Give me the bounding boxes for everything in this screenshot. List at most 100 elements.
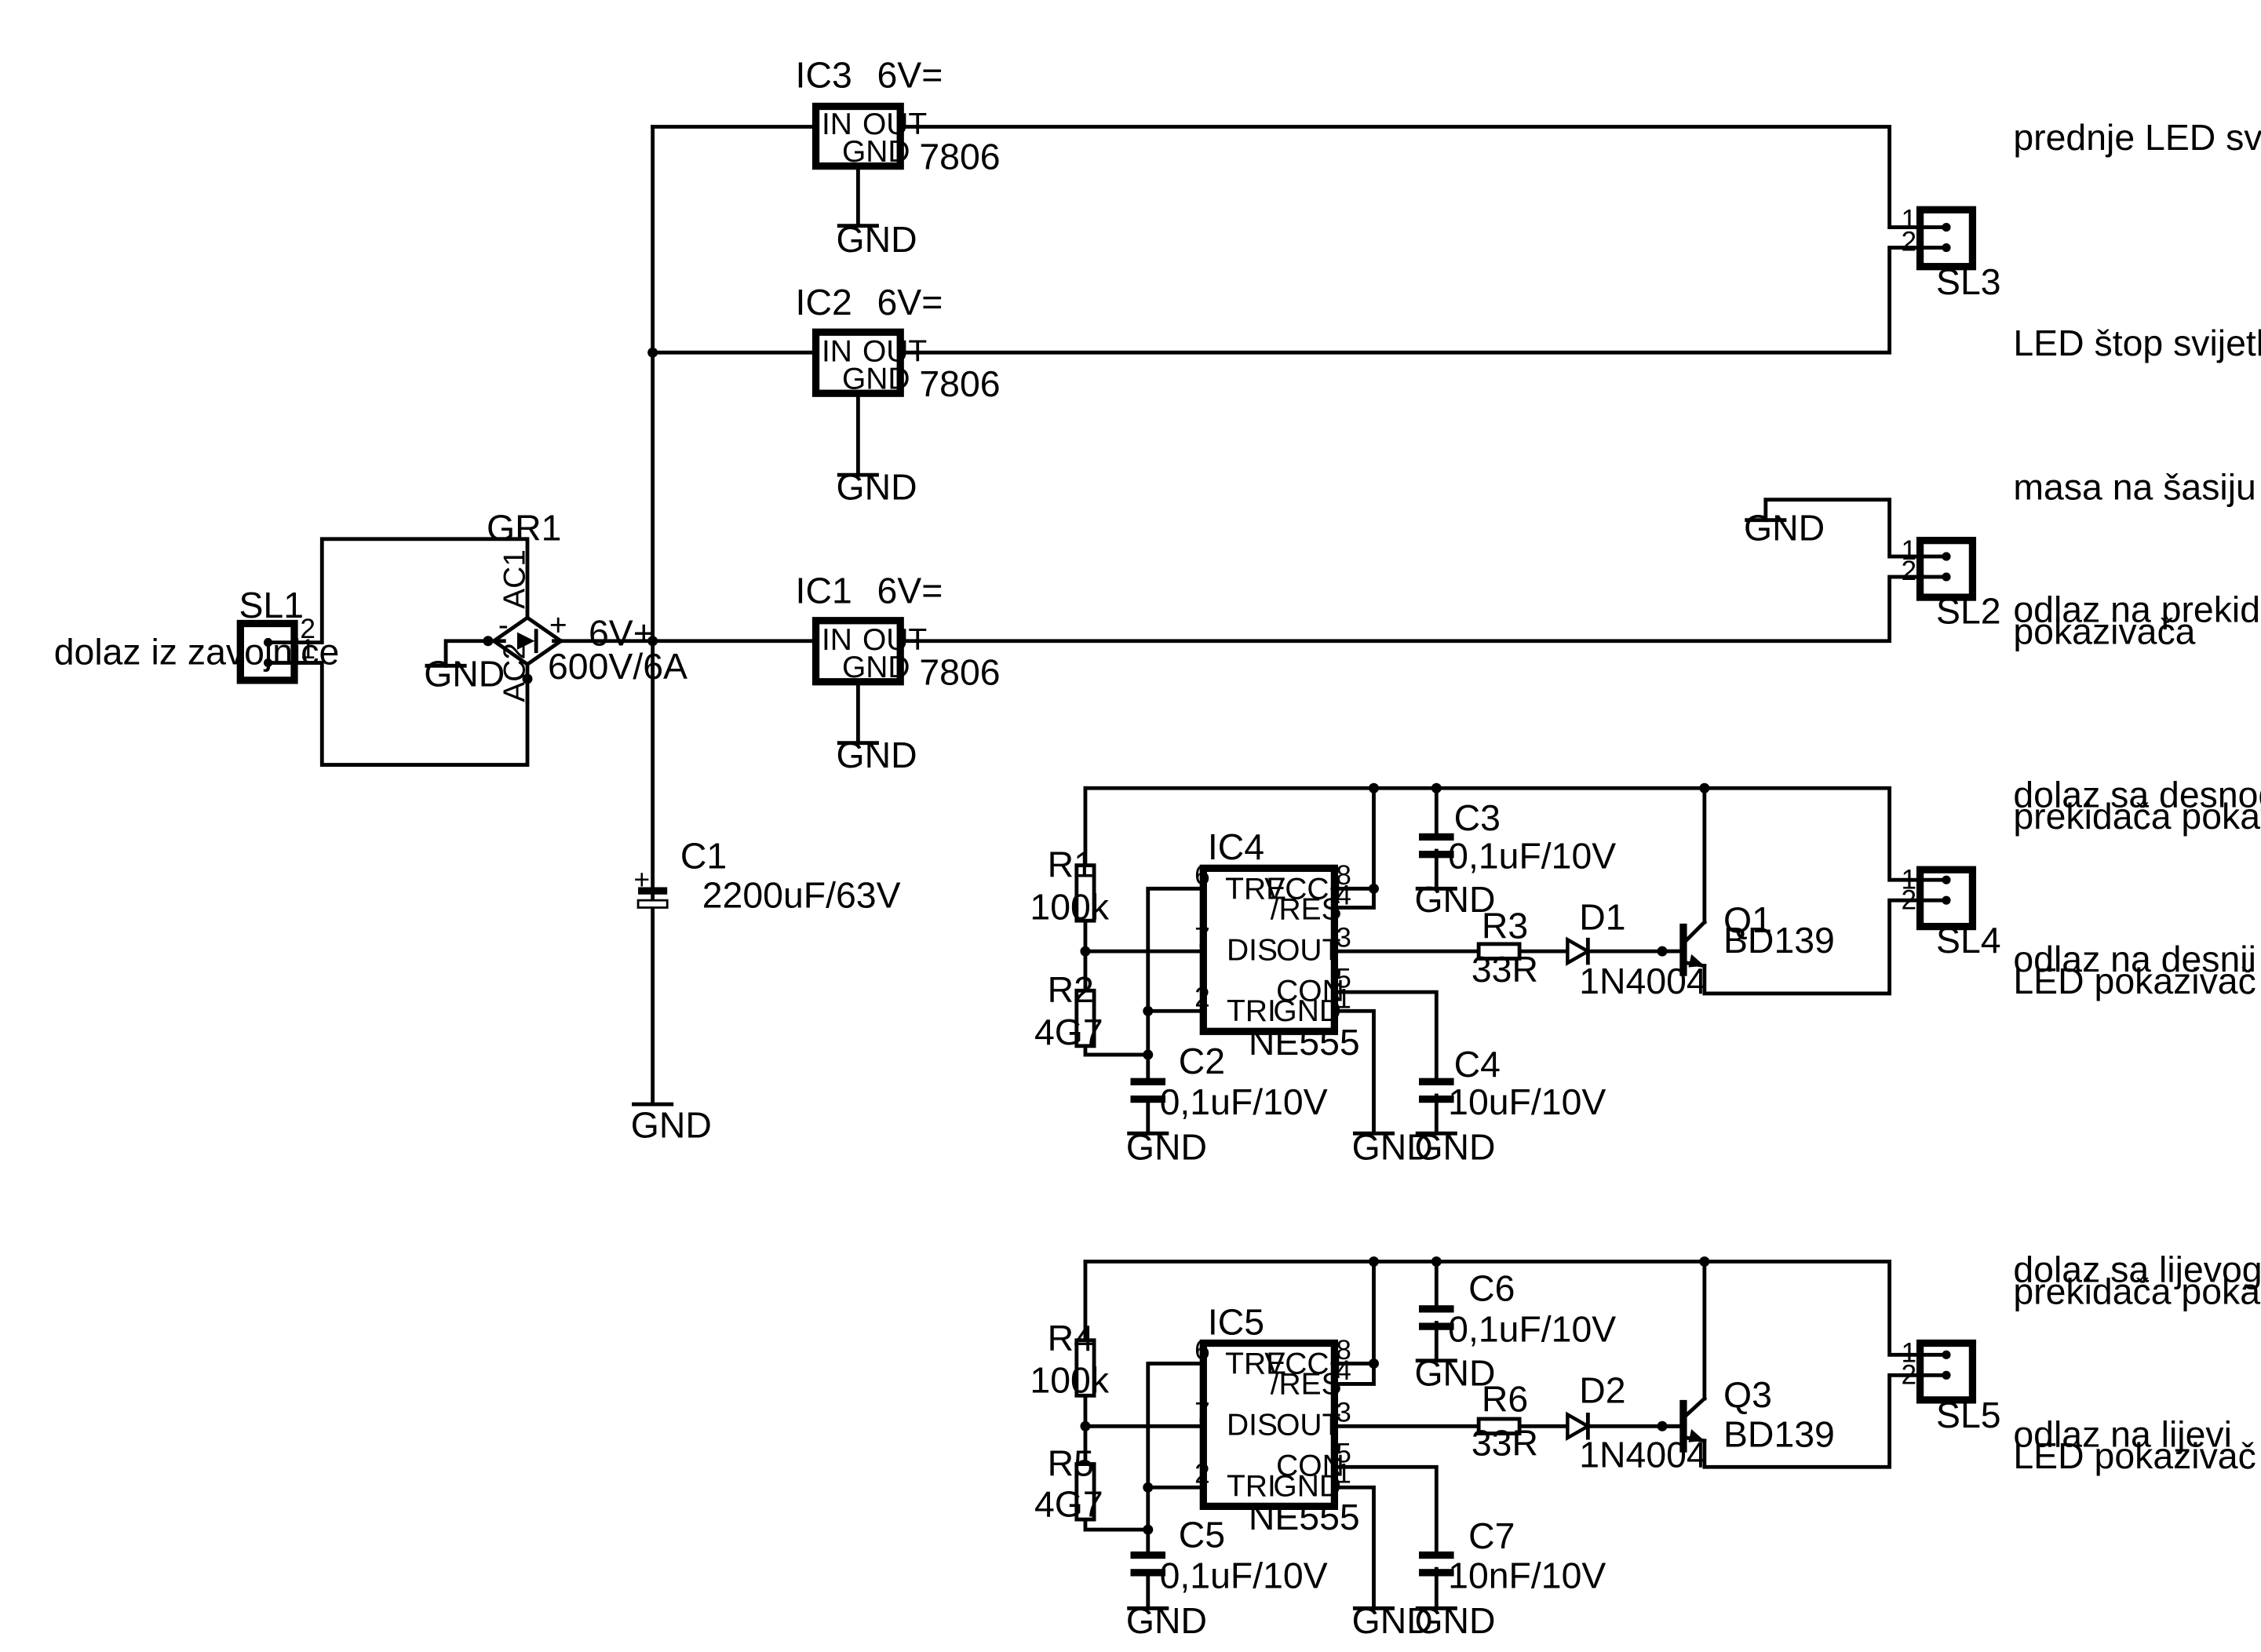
pin-vcc: VCC+ bbox=[1264, 1347, 1347, 1380]
pin-number: 5 bbox=[1336, 1439, 1351, 1469]
pin-out: OUT bbox=[1276, 1408, 1340, 1442]
resistor-r4: R4 100k bbox=[1030, 1318, 1109, 1401]
ground-symbol: GND bbox=[1126, 1600, 1207, 1641]
junction-dot bbox=[1368, 1358, 1379, 1369]
sl2-label: SL2 bbox=[1936, 590, 2001, 631]
note-sl5-out-line1: odlaz na lijevi bbox=[2013, 1413, 2232, 1454]
r3-value: 33R bbox=[1471, 949, 1538, 990]
q1-label: Q1 bbox=[1723, 899, 1772, 940]
c3-label: C3 bbox=[1454, 797, 1501, 838]
pin-number: 2 bbox=[1194, 1459, 1210, 1490]
pin-gnd: GND bbox=[1273, 994, 1341, 1028]
capacitor-c4: C4 10uF/10V bbox=[1419, 1044, 1606, 1122]
ground-symbol: GND bbox=[837, 735, 917, 775]
pin-out: OUT bbox=[862, 108, 927, 141]
ground-symbol: GND bbox=[631, 1102, 712, 1146]
junction-dot bbox=[1368, 1256, 1379, 1267]
c5-label: C5 bbox=[1179, 1514, 1225, 1555]
pin-number: 8 bbox=[1336, 860, 1351, 891]
capacitor-c7: C7 10nF/10V bbox=[1419, 1515, 1606, 1595]
pin-in: IN bbox=[822, 334, 852, 368]
junction-dot bbox=[1431, 782, 1442, 793]
c3-value: 0,1uF/10V bbox=[1448, 835, 1616, 876]
ic3-voltage: 6V= bbox=[877, 54, 943, 95]
note-sl4-in-line2: prekidača pokazivača bbox=[2013, 796, 2261, 837]
note-sl1: dolaz iz zavojnice bbox=[54, 631, 340, 672]
junction-dot bbox=[1699, 1256, 1710, 1267]
pin-number: 1 bbox=[1901, 535, 1916, 566]
d2-value: 1N4004 bbox=[1579, 1434, 1707, 1475]
c2-value: 0,1uF/10V bbox=[1160, 1081, 1328, 1122]
pin-number: 7 bbox=[1194, 923, 1210, 954]
connector-sl5: SL5 1 2 bbox=[1901, 1338, 2000, 1436]
note-stop: LED štop svijetlo i pozicija bbox=[2013, 323, 2261, 363]
junction-dot bbox=[1143, 1049, 1154, 1060]
resistor-r6: R6 33R bbox=[1471, 1379, 1538, 1464]
r1-value: 100k bbox=[1030, 886, 1109, 927]
pin-tri: TRI bbox=[1227, 994, 1276, 1028]
pin-number: 2 bbox=[1901, 226, 1916, 257]
junction-dot bbox=[1368, 782, 1379, 793]
pin-number: 1 bbox=[1336, 1459, 1351, 1490]
note-sl3: prednje LED svijetlo i piezo bbox=[2013, 117, 2261, 158]
c7-value: 10nF/10V bbox=[1448, 1555, 1606, 1595]
c6-label: C6 bbox=[1468, 1268, 1515, 1309]
rail-label: 6V+ bbox=[589, 612, 655, 653]
gr1-rating: 600V/6A bbox=[548, 646, 687, 687]
pin-dis: DIS bbox=[1227, 933, 1278, 967]
pin-number: 2 bbox=[1901, 1359, 1916, 1390]
ic3-label: IC3 bbox=[796, 54, 852, 95]
pin-number: 8 bbox=[1336, 1335, 1351, 1366]
ic2-voltage: 6V= bbox=[877, 282, 943, 323]
connector-sl4: SL4 1 2 bbox=[1901, 864, 2000, 961]
timer-ic5: TRE VCC+ /RES DIS OUT CON TRI GND 6 7 2 … bbox=[1194, 1301, 1360, 1537]
transistor-q1: Q1 BD139 bbox=[1660, 899, 1835, 976]
gnd-label: GND bbox=[1414, 1127, 1495, 1168]
pin-number: 5 bbox=[1336, 964, 1351, 994]
sl3-label: SL3 bbox=[1936, 261, 2001, 302]
pin-out: OUT bbox=[1276, 933, 1340, 967]
junction-dot bbox=[1431, 1256, 1442, 1267]
capacitor-c1: + C1 2200uF/63V bbox=[634, 835, 901, 915]
pin-number: 1 bbox=[1901, 1338, 1916, 1369]
pin-gnd: GND bbox=[842, 651, 910, 684]
pin-out: OUT bbox=[862, 334, 927, 368]
minus-sign: - bbox=[498, 608, 509, 642]
regulator-ic1: IN OUT GND IC1 6V= 7806 bbox=[796, 570, 1001, 692]
capacitor-c3: C3 0,1uF/10V bbox=[1419, 797, 1616, 876]
junction-dot bbox=[647, 347, 658, 358]
junction-dot bbox=[1699, 782, 1710, 793]
polarity-plus: + bbox=[634, 864, 651, 895]
gnd-label: GND bbox=[1126, 1600, 1207, 1641]
pin-res: /RES bbox=[1271, 892, 1342, 926]
ground-symbol: GND bbox=[1126, 1127, 1207, 1168]
resistor-r2: R2 4G7 bbox=[1034, 969, 1103, 1052]
junction-dot bbox=[1368, 883, 1379, 894]
plus-sign: + bbox=[549, 608, 567, 642]
q3-value: BD139 bbox=[1723, 1413, 1835, 1454]
r5-label: R5 bbox=[1048, 1442, 1094, 1483]
gnd-label: GND bbox=[424, 653, 505, 694]
ground-symbol: GND bbox=[837, 467, 917, 508]
c1-value: 2200uF/63V bbox=[702, 874, 901, 915]
pin-number: 2 bbox=[300, 614, 315, 644]
ic1-part: 7806 bbox=[919, 651, 1000, 692]
pin-number: 1 bbox=[1901, 864, 1916, 895]
r6-label: R6 bbox=[1482, 1379, 1528, 1420]
note-masa: masa na šasiju bbox=[2013, 467, 2256, 508]
c1-label: C1 bbox=[680, 835, 727, 876]
ac2-label: AC2 bbox=[498, 643, 531, 702]
junction-dot bbox=[1143, 1005, 1154, 1016]
pin-con: CON bbox=[1276, 1449, 1344, 1482]
ic2-label: IC2 bbox=[796, 282, 852, 323]
junction-dot bbox=[1143, 1482, 1154, 1493]
gnd-label: GND bbox=[837, 735, 917, 775]
diode-d1: D1 1N4004 bbox=[1566, 896, 1707, 1001]
ground-symbol: GND bbox=[424, 653, 505, 694]
pin-con: CON bbox=[1276, 974, 1344, 1008]
resistor-r5: R5 4G7 bbox=[1034, 1442, 1103, 1524]
gr1-label: GR1 bbox=[487, 508, 561, 549]
pin-number: 4 bbox=[1336, 1355, 1351, 1386]
note-sl4-in-line1: dolaz sa desnog bbox=[2013, 774, 2261, 815]
